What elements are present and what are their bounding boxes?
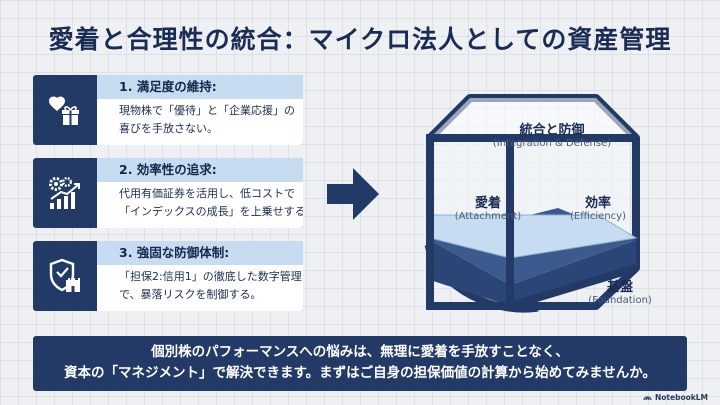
card-line: 「担保2:信用1」の徹底した数字管理 [119,270,302,283]
label-en: (Attachment) [454,211,522,222]
banner-line: 資本の「マネジメント」で解決できます。まずはご自身の担保価値の計算から始めてみま… [64,365,656,381]
label-jp: 基盤 [606,280,633,295]
card-satisfaction: 1. 満足度の維持: 現物株で「優待」と「企業応援」の 喜びを手放さない。 [33,75,303,145]
gears-growth-icon [33,158,97,228]
card-body: 「担保2:信用1」の徹底した数字管理 で、暴落リスクを制御する。 [97,265,303,311]
notebooklm-logo-icon [643,396,652,401]
label-jp: 効率 [584,196,611,211]
banner-line: 個別株のパフォーマンスへの悩みは、無理に愛着を手放すことなく、 [151,344,569,360]
card-line: で、暴落リスクを制御する。 [119,288,262,301]
card-body: 現物株で「優待」と「企業応援」の 喜びを手放さない。 [97,99,303,145]
card-heading: 3. 強固な防御体制: [97,241,303,265]
card-defense: 3. 強固な防御体制: 「担保2:信用1」の徹底した数字管理 で、暴落リスクを制… [33,241,303,311]
label-en: (Foundation) [588,295,652,306]
label-integration: 統合と防御 (Integration & Defense) [457,119,647,149]
card-line: 喜びを手放さない。 [119,122,218,135]
card-line: 現物株で「優待」と「企業応援」の [119,104,295,117]
card-body: 代用有価証券を活用し、低コストで 「インデックスの成長」を上乗せする。 [97,182,303,228]
card-heading: 2. 効率性の追求: [97,158,303,182]
heart-gift-icon [33,75,97,145]
shield-castle-icon [33,241,97,311]
label-jp: 愛着 [474,196,501,211]
label-efficiency: 効率 (Efficiency) [548,192,648,222]
right-arrow-icon [325,165,381,227]
page-title: 愛着と合理性の統合：マイクロ法人としての資産管理 [48,25,672,54]
conclusion-banner: 個別株のパフォーマンスへの悩みは、無理に愛着を手放すことなく、 資本の「マネジメ… [33,336,687,391]
brand-label: NotebookLM [654,393,708,402]
card-line: 「インデックスの成長」を上乗せする。 [119,205,303,218]
brand-mark: NotebookLM [643,393,708,402]
card-line: 代用有価証券を活用し、低コストで [119,187,295,200]
card-heading: 1. 満足度の維持: [97,75,303,99]
card-efficiency: 2. 効率性の追求: 代用有価証券を活用し、低コストで 「インデックスの成長」を… [33,158,303,228]
cube-diagram [388,90,648,319]
label-en: (Efficiency) [570,211,626,222]
label-foundation: 基盤 (Foundation) [570,276,670,306]
label-attachment: 愛着 (Attachment) [438,192,538,222]
label-jp: 統合と防御 [519,123,585,138]
label-en: (Integration & Defense) [492,138,612,149]
